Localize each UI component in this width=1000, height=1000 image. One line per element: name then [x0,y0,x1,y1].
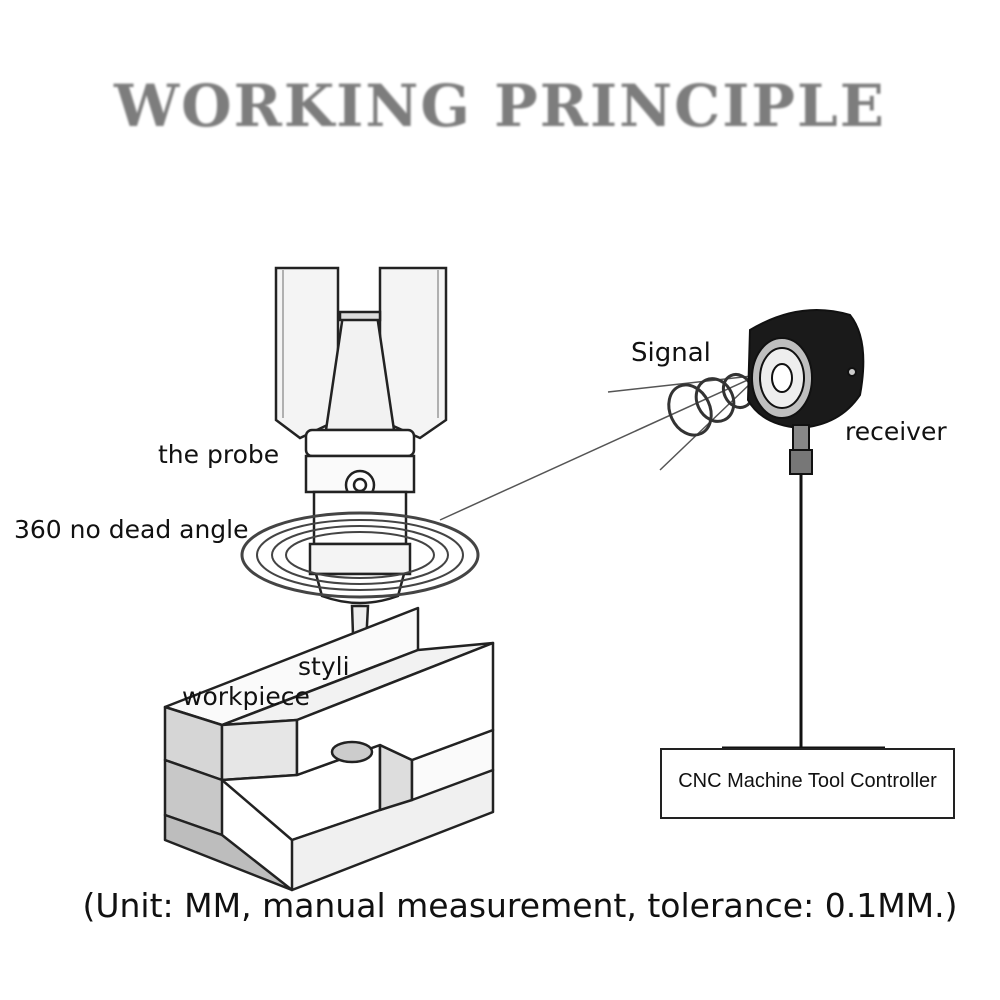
signal-rings-360 [240,511,480,599]
diagram-title: WORKING PRINCIPLE [114,72,886,140]
workpiece [163,606,495,892]
label-styli: styli [298,652,350,681]
label-workpiece: workpiece [182,682,310,711]
label-360-no-dead-angle: 360 no dead angle [14,515,249,544]
label-receiver: receiver [845,417,947,446]
label-the-probe: the probe [158,440,280,469]
cnc-controller-box: CNC Machine Tool Controller [660,748,955,819]
receiver-device [746,309,865,475]
measurement-note: (Unit: MM, manual measurement, tolerance… [82,886,958,925]
label-signal: Signal [631,338,711,368]
cnc-controller-label: CNC Machine Tool Controller [678,770,937,792]
